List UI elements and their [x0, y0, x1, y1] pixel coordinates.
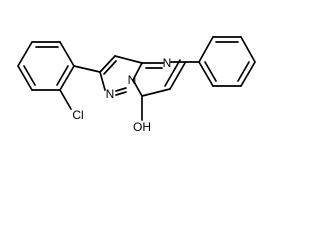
bond — [164, 59, 181, 87]
bond — [59, 41, 75, 67]
bond — [59, 65, 75, 91]
bond — [132, 62, 143, 81]
bond — [114, 55, 143, 64]
bond — [23, 65, 36, 86]
bond — [132, 79, 143, 97]
atom-labels: N N N Cl OH — [72, 56, 171, 134]
bond — [103, 60, 117, 75]
atom-label-chlorine: Cl — [72, 108, 83, 122]
structure-diagram: N N N Cl OH — [17, 36, 256, 134]
bond — [56, 65, 69, 86]
bond — [99, 55, 116, 73]
bond — [198, 36, 214, 63]
atom-label-nitrogen: N — [128, 73, 137, 87]
bond — [237, 61, 250, 82]
molecule-canvas: N N N Cl OH — [17, 36, 256, 134]
bond — [240, 61, 256, 87]
chlorophenyl-ring — [17, 41, 101, 110]
atom-label-hydroxyl: OH — [133, 120, 151, 134]
bond — [59, 89, 72, 110]
bond — [73, 65, 101, 73]
pyrimidine-ring — [132, 59, 200, 121]
atom-label-nitrogen: N — [163, 56, 172, 70]
bond — [17, 65, 33, 91]
bond — [198, 61, 214, 87]
bond — [99, 71, 106, 91]
bond — [141, 88, 171, 97]
bond — [115, 87, 127, 92]
phenyl-ring — [198, 36, 256, 87]
bond — [169, 62, 186, 90]
bond — [240, 36, 256, 63]
bond — [115, 91, 127, 96]
bond — [204, 61, 217, 82]
pyrazole-ring — [99, 55, 143, 96]
bond — [17, 41, 33, 67]
atom-label-nitrogen: N — [106, 87, 115, 101]
